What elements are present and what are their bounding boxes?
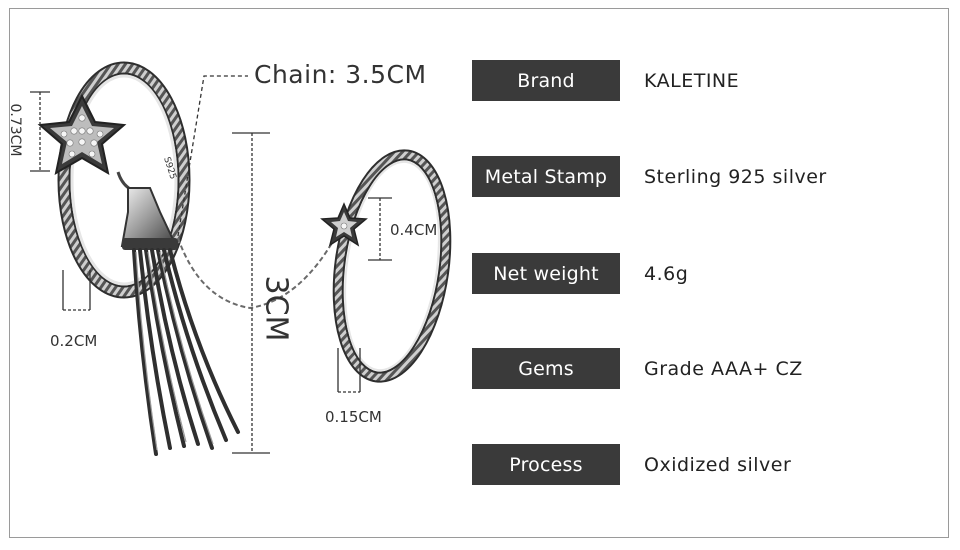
spec-row-metal-stamp: Metal Stamp Sterling 925 silver	[472, 156, 932, 198]
tassel	[116, 171, 240, 456]
spec-value: Oxidized silver	[644, 453, 792, 476]
spec-row-net-weight: Net weight 4.6g	[472, 253, 932, 295]
chain	[177, 235, 337, 310]
dimension-lines	[30, 75, 392, 454]
spec-value: 4.6g	[644, 262, 689, 285]
small-star-label: 0.4CM	[390, 221, 438, 239]
spec-label: Brand	[472, 60, 620, 101]
tassel-length-label: 3CM	[258, 275, 294, 342]
spec-value: Sterling 925 silver	[644, 165, 827, 188]
small-star-charm	[320, 202, 368, 247]
outer-frame	[9, 8, 949, 538]
large-star-charm	[37, 93, 127, 175]
spec-value: KALETINE	[644, 69, 740, 92]
spec-label: Gems	[472, 348, 620, 389]
product-illustration: S925	[30, 61, 452, 456]
star-height-label: 0.73CM	[7, 103, 23, 157]
left-ring: S925	[57, 61, 191, 299]
spec-row-process: Process Oxidized silver	[472, 444, 932, 486]
spec-label: Process	[472, 444, 620, 485]
right-band-width-label: 0.15CM	[325, 408, 382, 426]
spec-value: Grade AAA+ CZ	[644, 357, 803, 380]
left-band-width-label: 0.2CM	[50, 332, 98, 350]
spec-row-gems: Gems Grade AAA+ CZ	[472, 348, 932, 390]
chain-length-label: Chain: 3.5CM	[254, 60, 427, 89]
right-ring	[332, 149, 452, 383]
spec-row-brand: Brand KALETINE	[472, 60, 932, 102]
spec-label: Net weight	[472, 253, 620, 294]
spec-label: Metal Stamp	[472, 156, 620, 197]
